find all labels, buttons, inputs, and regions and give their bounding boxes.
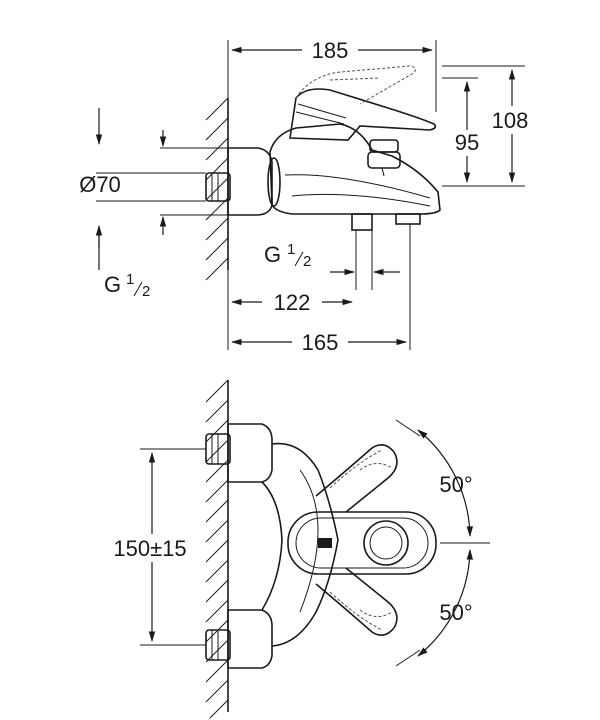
svg-text:2: 2 <box>142 283 150 300</box>
dim-outlet-thread: G 1 2 <box>264 241 311 270</box>
dim-108: 108 <box>492 108 529 133</box>
wall-hatch-bottom <box>205 379 229 719</box>
angle-50-up: 50° <box>439 472 472 497</box>
lever <box>289 88 437 141</box>
lower-escutcheon <box>227 609 273 669</box>
escutcheon <box>227 147 273 216</box>
wall-hatch-top <box>205 97 229 281</box>
svg-text:G: G <box>264 242 281 267</box>
dim-inlet-thread: G 1 2 <box>104 271 150 300</box>
mixer-body <box>269 123 441 215</box>
svg-text:G: G <box>104 272 121 297</box>
lever-ghost <box>295 65 416 105</box>
diverter-knob <box>367 139 401 177</box>
inlet-connector <box>205 172 231 202</box>
dim-122: 122 <box>274 290 311 315</box>
dim-diameter-70: Ø70 <box>79 172 121 197</box>
central-lever <box>287 511 437 575</box>
upper-escutcheon <box>227 423 273 483</box>
lever-ghost-up <box>315 444 398 513</box>
svg-text:1: 1 <box>287 241 295 258</box>
dim-150-15: 150±15 <box>113 536 186 561</box>
svg-text:2: 2 <box>303 253 311 270</box>
dim-185: 185 <box>312 38 349 63</box>
lower-inlet <box>205 629 231 661</box>
angle-50-down: 50° <box>439 600 472 625</box>
front-view: 50° 50° 150±15 <box>102 379 490 719</box>
dim-95: 95 <box>455 130 479 155</box>
dim-165: 165 <box>302 330 339 355</box>
svg-text:1: 1 <box>126 271 134 288</box>
lever-ghost-down <box>315 567 398 636</box>
side-view: 185 108 95 Ø70 G 1 2 <box>79 38 534 355</box>
outlet-spout <box>351 213 421 231</box>
front-body <box>271 442 339 647</box>
